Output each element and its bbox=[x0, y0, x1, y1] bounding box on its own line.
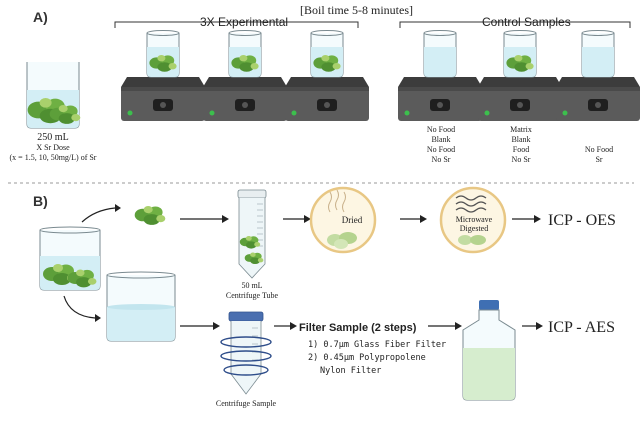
centrifuge-tube-50ml bbox=[237, 189, 267, 279]
panel-b-label: B) bbox=[33, 193, 48, 209]
control-3-line-1: No Food bbox=[585, 145, 613, 154]
arrow-beaker-to-water bbox=[63, 295, 96, 319]
dried-step bbox=[309, 186, 377, 254]
arrowhead bbox=[455, 322, 462, 330]
water-beaker bbox=[106, 271, 176, 342]
sample-bottle bbox=[462, 300, 516, 401]
control-bracket bbox=[399, 21, 631, 28]
control-2-line-3: Food bbox=[513, 145, 529, 154]
control-header: Control Samples bbox=[482, 15, 571, 29]
panel-a-label: A) bbox=[33, 9, 48, 25]
filter-step-1: 1) 0.7µm Glass Fiber Filter bbox=[308, 340, 446, 350]
filter-step-2-cont: Nylon Filter bbox=[320, 366, 381, 376]
control-1-line-3: No Food bbox=[427, 145, 455, 154]
tube-volume: 50 mL bbox=[241, 281, 262, 290]
food-leaves bbox=[134, 206, 166, 225]
filter-title: Filter Sample (2 steps) bbox=[299, 322, 417, 334]
tube-name: Centrifuge Tube bbox=[226, 291, 279, 300]
experimental-header: 3X Experimental bbox=[200, 15, 288, 29]
arrowhead bbox=[290, 322, 297, 330]
arrowhead bbox=[536, 322, 543, 330]
control-2-line-2: Blank bbox=[511, 135, 530, 144]
centrifuge-sample-tube bbox=[220, 311, 272, 395]
filter-step-2: 2) 0.45µm Polypropolene bbox=[308, 353, 426, 363]
beaker-concentration: (x = 1.5, 10, 50mg/L) of Sr bbox=[10, 153, 97, 162]
experimental-hotplate-3 bbox=[285, 30, 369, 121]
icp-oes-label: ICP - OES bbox=[548, 212, 616, 229]
arrowhead bbox=[534, 215, 541, 223]
dried-label: Dried bbox=[342, 215, 363, 225]
control-1-line-1: No Food bbox=[427, 125, 455, 134]
experimental-hotplate-1 bbox=[121, 30, 205, 121]
arrow-beaker-to-food bbox=[81, 207, 116, 223]
control-1-line-2: Blank bbox=[431, 135, 450, 144]
control-hotplate-2 bbox=[478, 30, 562, 121]
sample-beaker bbox=[39, 226, 101, 291]
boil-time-label: [Boil time 5-8 minutes] bbox=[300, 3, 413, 17]
centrifuge-sample-label: Centrifuge Sample bbox=[216, 399, 277, 408]
microwave-label-1: Microwave bbox=[456, 215, 493, 224]
dose-beaker bbox=[26, 62, 81, 129]
arrowhead bbox=[115, 204, 121, 212]
control-3-line-2: Sr bbox=[595, 155, 602, 164]
microwave-label-2: Digested bbox=[460, 224, 488, 233]
experimental-bracket bbox=[114, 21, 359, 28]
arrowhead bbox=[95, 314, 101, 322]
icp-aes-label: ICP - AES bbox=[548, 319, 615, 336]
control-2-line-1: Matrix bbox=[510, 125, 532, 134]
beaker-dose: X Sr Dose bbox=[36, 143, 70, 152]
arrowhead bbox=[222, 215, 229, 223]
experimental-hotplate-2 bbox=[203, 30, 287, 121]
beaker-volume: 250 mL bbox=[37, 132, 68, 143]
microwave-digested-step bbox=[439, 186, 507, 254]
control-1-line-4: No Sr bbox=[432, 155, 451, 164]
control-2-line-4: No Sr bbox=[512, 155, 531, 164]
arrowhead bbox=[213, 322, 220, 330]
arrowhead bbox=[420, 215, 427, 223]
control-hotplate-3 bbox=[556, 30, 640, 121]
control-hotplate-1 bbox=[398, 30, 482, 121]
arrowhead bbox=[304, 215, 311, 223]
